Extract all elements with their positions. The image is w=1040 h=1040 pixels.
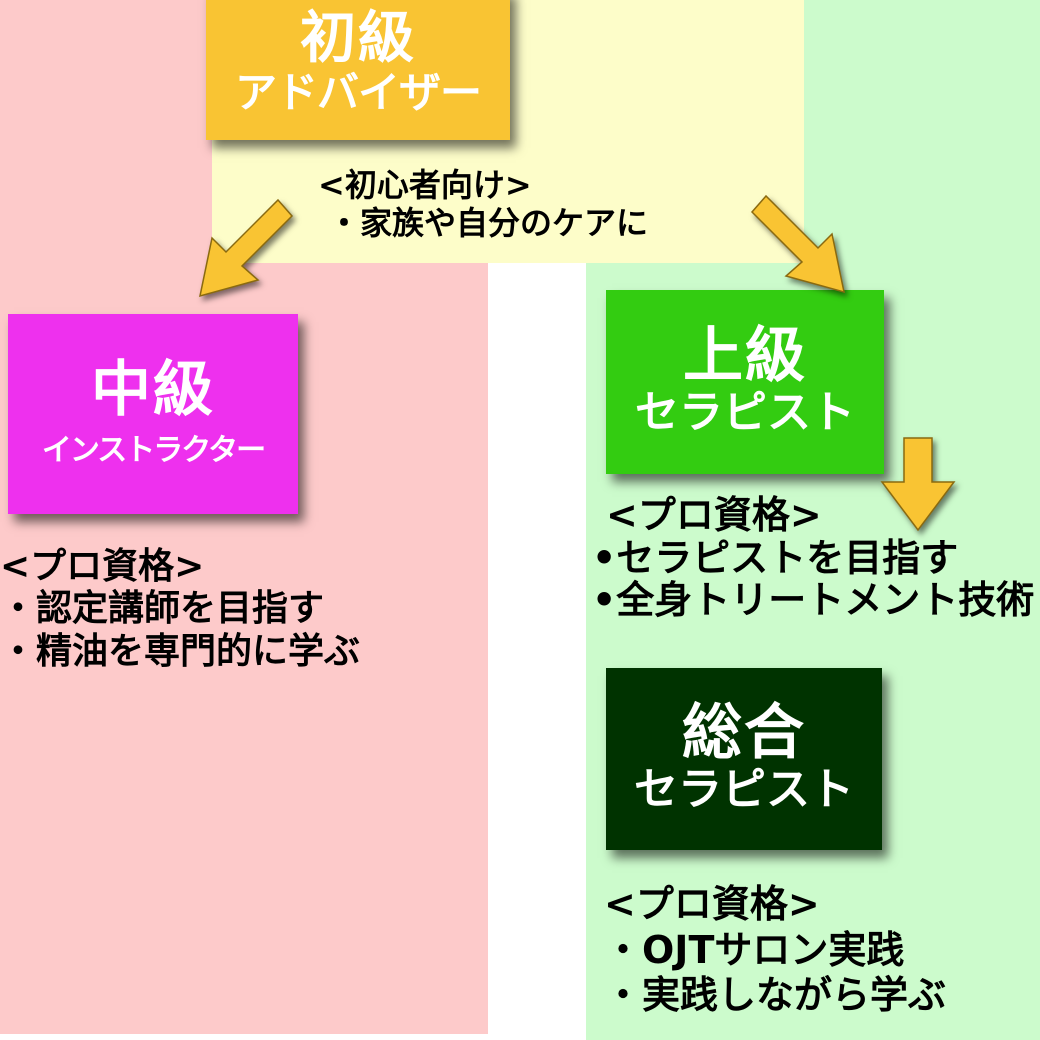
advanced-note-item: •全身トリートメント技術 — [592, 578, 1035, 623]
arrow-down-left-icon — [199, 198, 294, 298]
general-note-heading: <プロ資格> — [604, 882, 820, 926]
beginner-note: <初心者向け> ・家族や自分のケアに — [318, 166, 648, 243]
general-box: 総合 セラピスト — [606, 668, 882, 850]
intermediate-note-heading: <プロ資格> — [0, 546, 205, 587]
general-note: <プロ資格> ・OJTサロン実践 ・実践しながら学ぶ — [604, 882, 946, 1019]
intermediate-title: 中級 — [91, 355, 215, 426]
advanced-note-heading: <プロ資格> — [606, 493, 822, 537]
arrow-down-right-icon — [750, 194, 845, 294]
general-note-item: ・OJTサロン実践 — [604, 927, 905, 972]
advanced-note-item: •セラピストを目指す — [592, 535, 959, 580]
advanced-note: <プロ資格> •セラピストを目指す •全身トリートメント技術 — [592, 494, 1034, 622]
intermediate-subtitle: インストラクター — [41, 433, 266, 469]
beginner-subtitle: アドバイザー — [234, 68, 482, 118]
advanced-title: 上級 — [683, 321, 807, 392]
beginner-note-item: ・家族や自分のケアに — [328, 204, 649, 243]
intermediate-box: 中級 インストラクター — [8, 314, 298, 514]
advanced-box: 上級 セラピスト — [606, 290, 884, 474]
intermediate-note: <プロ資格> ・認定講師を目指す ・精油を専門的に学ぶ — [0, 546, 360, 673]
general-title: 総合 — [682, 698, 806, 769]
advanced-subtitle: セラピスト — [635, 387, 855, 439]
intermediate-note-item: ・認定講師を目指す — [0, 588, 325, 630]
general-note-item: ・実践しながら学ぶ — [604, 973, 947, 1018]
beginner-note-heading: <初心者向け> — [318, 166, 532, 204]
beginner-title: 初級 — [300, 6, 416, 72]
arrow-down-icon — [880, 437, 956, 532]
intermediate-note-item: ・精油を専門的に学ぶ — [0, 630, 361, 672]
general-subtitle: セラピスト — [634, 764, 854, 816]
beginner-box: 初級 アドバイザー — [206, 0, 510, 140]
